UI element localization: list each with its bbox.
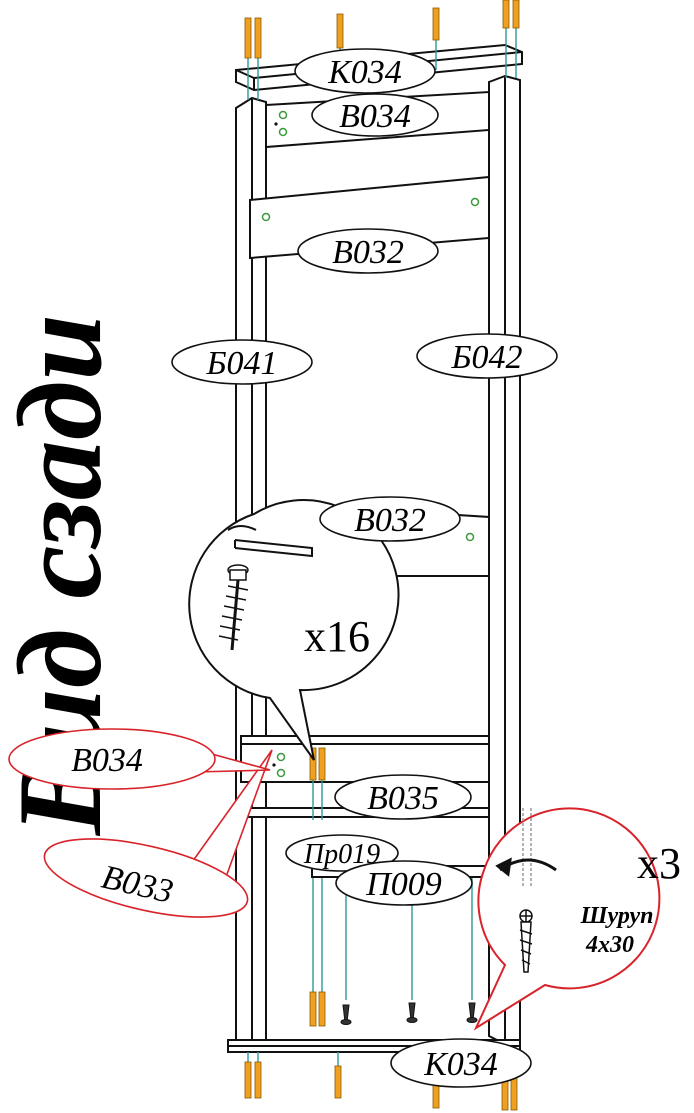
label-v032-upper-text: В032	[332, 234, 404, 271]
label-v032-mid: В032	[319, 496, 461, 542]
bottom-rail-v034	[240, 735, 490, 783]
label-k034-top: К034	[294, 48, 436, 94]
confirmat-detail-bubble: x16	[188, 499, 400, 761]
label-p009-text: П009	[365, 866, 442, 903]
confirmat-pins	[244, 0, 520, 1111]
wood-screw-icon	[519, 909, 533, 973]
screw-count: x3	[637, 839, 681, 888]
upper-rail-v032	[249, 175, 490, 260]
label-k034-bottom-text: К034	[423, 1046, 498, 1083]
label-k034-bottom: К034	[390, 1038, 532, 1088]
label-v032-upper: В032	[297, 228, 439, 274]
label-b042: Б042	[416, 333, 558, 379]
callout-v034: В034	[8, 728, 271, 790]
label-k034-top-text: К034	[327, 54, 402, 91]
screw-name: Шуруп	[579, 903, 653, 929]
confirmat-screw-icon	[218, 564, 249, 651]
callout-v033: В033	[43, 749, 273, 918]
confirmat-count: x16	[304, 612, 370, 661]
rotate-arrow-icon	[495, 857, 557, 877]
screws-bottom	[340, 1002, 478, 1025]
callout-v034-text: В034	[71, 742, 143, 779]
label-b042-text: Б042	[450, 339, 522, 376]
label-v034-top: В034	[311, 93, 439, 137]
screwdriver-icon	[522, 808, 532, 888]
label-v034-top-text: В034	[339, 98, 411, 135]
label-v035-text: В035	[367, 780, 439, 817]
screw-size: 4x30	[585, 932, 634, 958]
label-v032-mid-text: В032	[354, 502, 426, 539]
hex-key-icon	[227, 525, 313, 558]
label-p009: П009	[335, 860, 473, 906]
label-b041: Б041	[171, 339, 313, 385]
screw-detail-bubble: x3 Шуруп 4x30	[473, 807, 681, 1031]
label-v035: В035	[334, 774, 472, 820]
label-b041-text: Б041	[205, 345, 277, 382]
